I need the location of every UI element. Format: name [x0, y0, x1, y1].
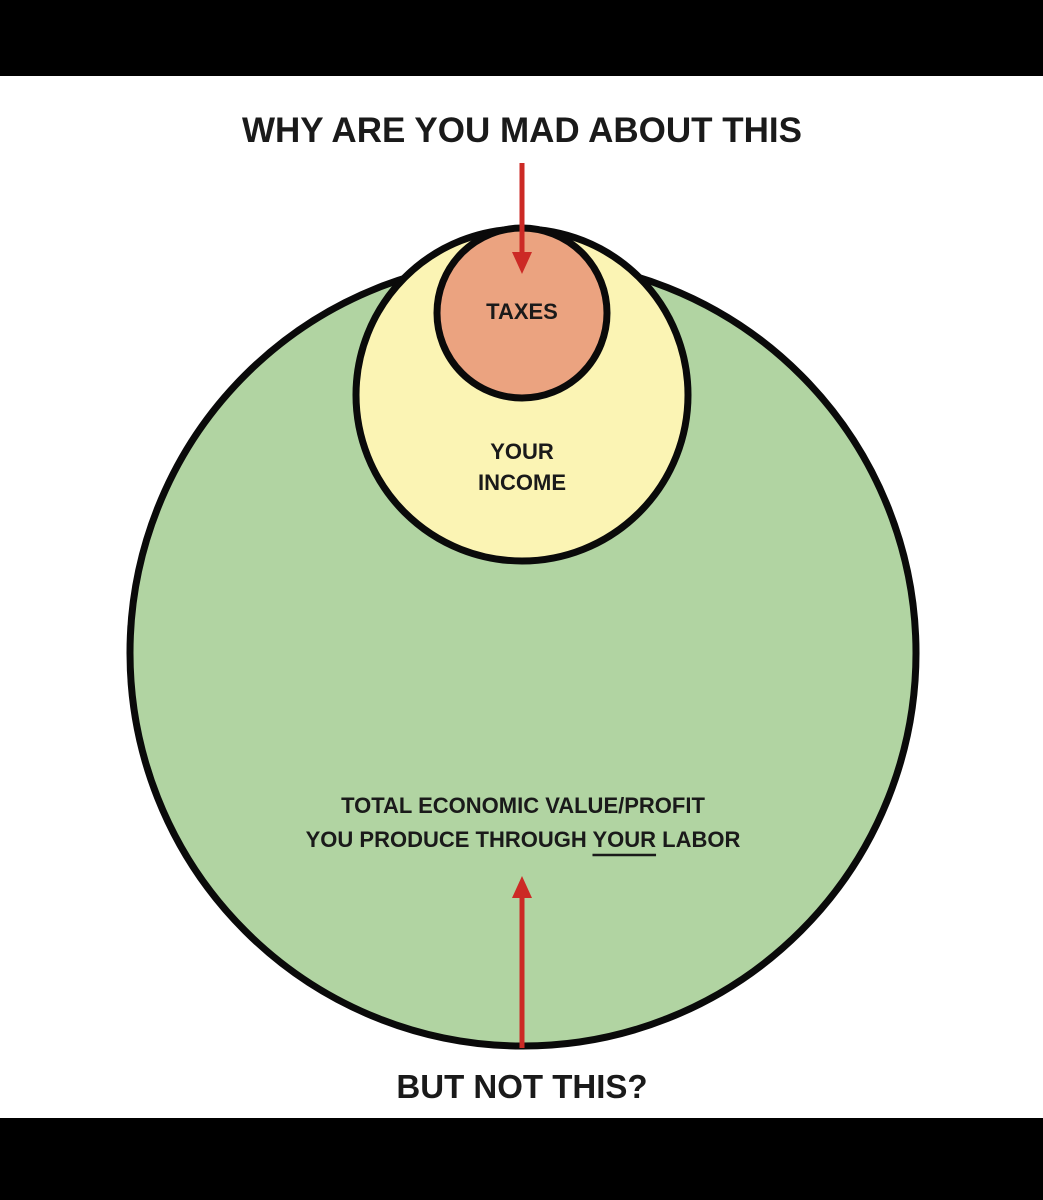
footer-question: BUT NOT THIS? [396, 1068, 647, 1105]
top-black-bar [0, 0, 1043, 76]
bottom-arrow-head [512, 876, 532, 898]
labor-label-prefix: YOU PRODUCE THROUGH [306, 827, 593, 852]
bottom-arrow [512, 876, 532, 1048]
labor-label-emphasis: YOUR [592, 827, 656, 852]
labor-label-line1: TOTAL ECONOMIC VALUE/PROFIT [341, 793, 705, 818]
labor-label-line2: YOU PRODUCE THROUGH YOUR LABOR [306, 827, 741, 852]
taxes-label: TAXES [486, 299, 558, 324]
income-label-line2: INCOME [478, 470, 566, 495]
header-question: WHY ARE YOU MAD ABOUT THIS [242, 111, 802, 150]
labor-label-suffix: LABOR [656, 827, 740, 852]
bottom-black-bar [0, 1118, 1043, 1200]
income-label-line1: YOUR [490, 439, 554, 464]
top-arrow-head [512, 252, 532, 274]
nested-circles-diagram: WHY ARE YOU MAD ABOUT THIS TAXES YOUR IN… [0, 76, 1043, 1118]
top-arrow [512, 163, 532, 274]
